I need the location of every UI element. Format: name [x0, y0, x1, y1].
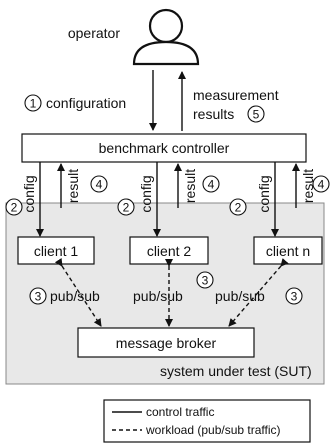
- svg-text:4: 4: [96, 178, 103, 192]
- svg-text:2: 2: [123, 201, 130, 215]
- step-5-badge: 5: [247, 105, 265, 123]
- message-broker-label: message broker: [116, 335, 217, 351]
- step-1-badge: 1: [24, 94, 42, 112]
- svg-text:2: 2: [235, 201, 242, 215]
- svg-text:3: 3: [35, 290, 42, 304]
- pubsub-label-client-n: pub/sub: [215, 288, 265, 304]
- svg-text:3: 3: [202, 274, 209, 288]
- pubsub-arrow-client-n: [228, 258, 289, 327]
- result-label-client-n: result: [300, 169, 316, 203]
- legend-control-label: control traffic: [146, 405, 214, 419]
- operator-label: operator: [68, 25, 120, 41]
- results-label: results: [193, 106, 234, 122]
- client-1-label: client 1: [34, 243, 79, 259]
- step-3-badge-client-n: 3: [285, 287, 303, 305]
- svg-text:4: 4: [318, 178, 325, 192]
- result-label-client-2: result: [182, 169, 198, 203]
- benchmark-controller-label: benchmark controller: [99, 140, 230, 156]
- pubsub-label-client-2: pub/sub: [133, 288, 183, 304]
- step-2-badge-client-2: 2: [117, 198, 135, 216]
- config-label-client-n: config: [256, 175, 272, 212]
- svg-text:4: 4: [208, 178, 215, 192]
- svg-text:3: 3: [291, 290, 298, 304]
- step-4-badge-client-2: 4: [202, 175, 220, 193]
- step-2-badge-client-1: 2: [5, 198, 23, 216]
- client-2-label: client 2: [147, 243, 192, 259]
- legend-workload-label: workload (pub/sub traffic): [145, 423, 281, 437]
- benchmark-controller-box: [21, 133, 307, 163]
- config-label-client-2: config: [138, 175, 154, 212]
- step-3-badge-client-1: 3: [29, 287, 47, 305]
- step-4-badge-client-1: 4: [90, 175, 108, 193]
- measurement-label: measurement: [193, 87, 279, 103]
- svg-text:1: 1: [30, 97, 37, 111]
- step-2-badge-client-n: 2: [229, 198, 247, 216]
- operator-icon: [132, 8, 200, 66]
- svg-text:5: 5: [253, 108, 260, 122]
- pubsub-arrow-client-1: [54, 257, 102, 327]
- legend-box: [103, 399, 311, 443]
- step-4-badge-client-n: 4: [312, 175, 330, 193]
- pubsub-label-client-1: pub/sub: [50, 288, 100, 304]
- configuration-label: configuration: [46, 95, 126, 111]
- message-broker-box: [77, 327, 255, 358]
- config-label-client-1: config: [21, 175, 37, 212]
- svg-text:2: 2: [11, 201, 18, 215]
- step-3-badge-client-2: 3: [196, 271, 214, 289]
- result-label-client-1: result: [65, 169, 81, 203]
- client-n-label: client n: [266, 243, 310, 259]
- sut-label: system under test (SUT): [160, 363, 312, 379]
